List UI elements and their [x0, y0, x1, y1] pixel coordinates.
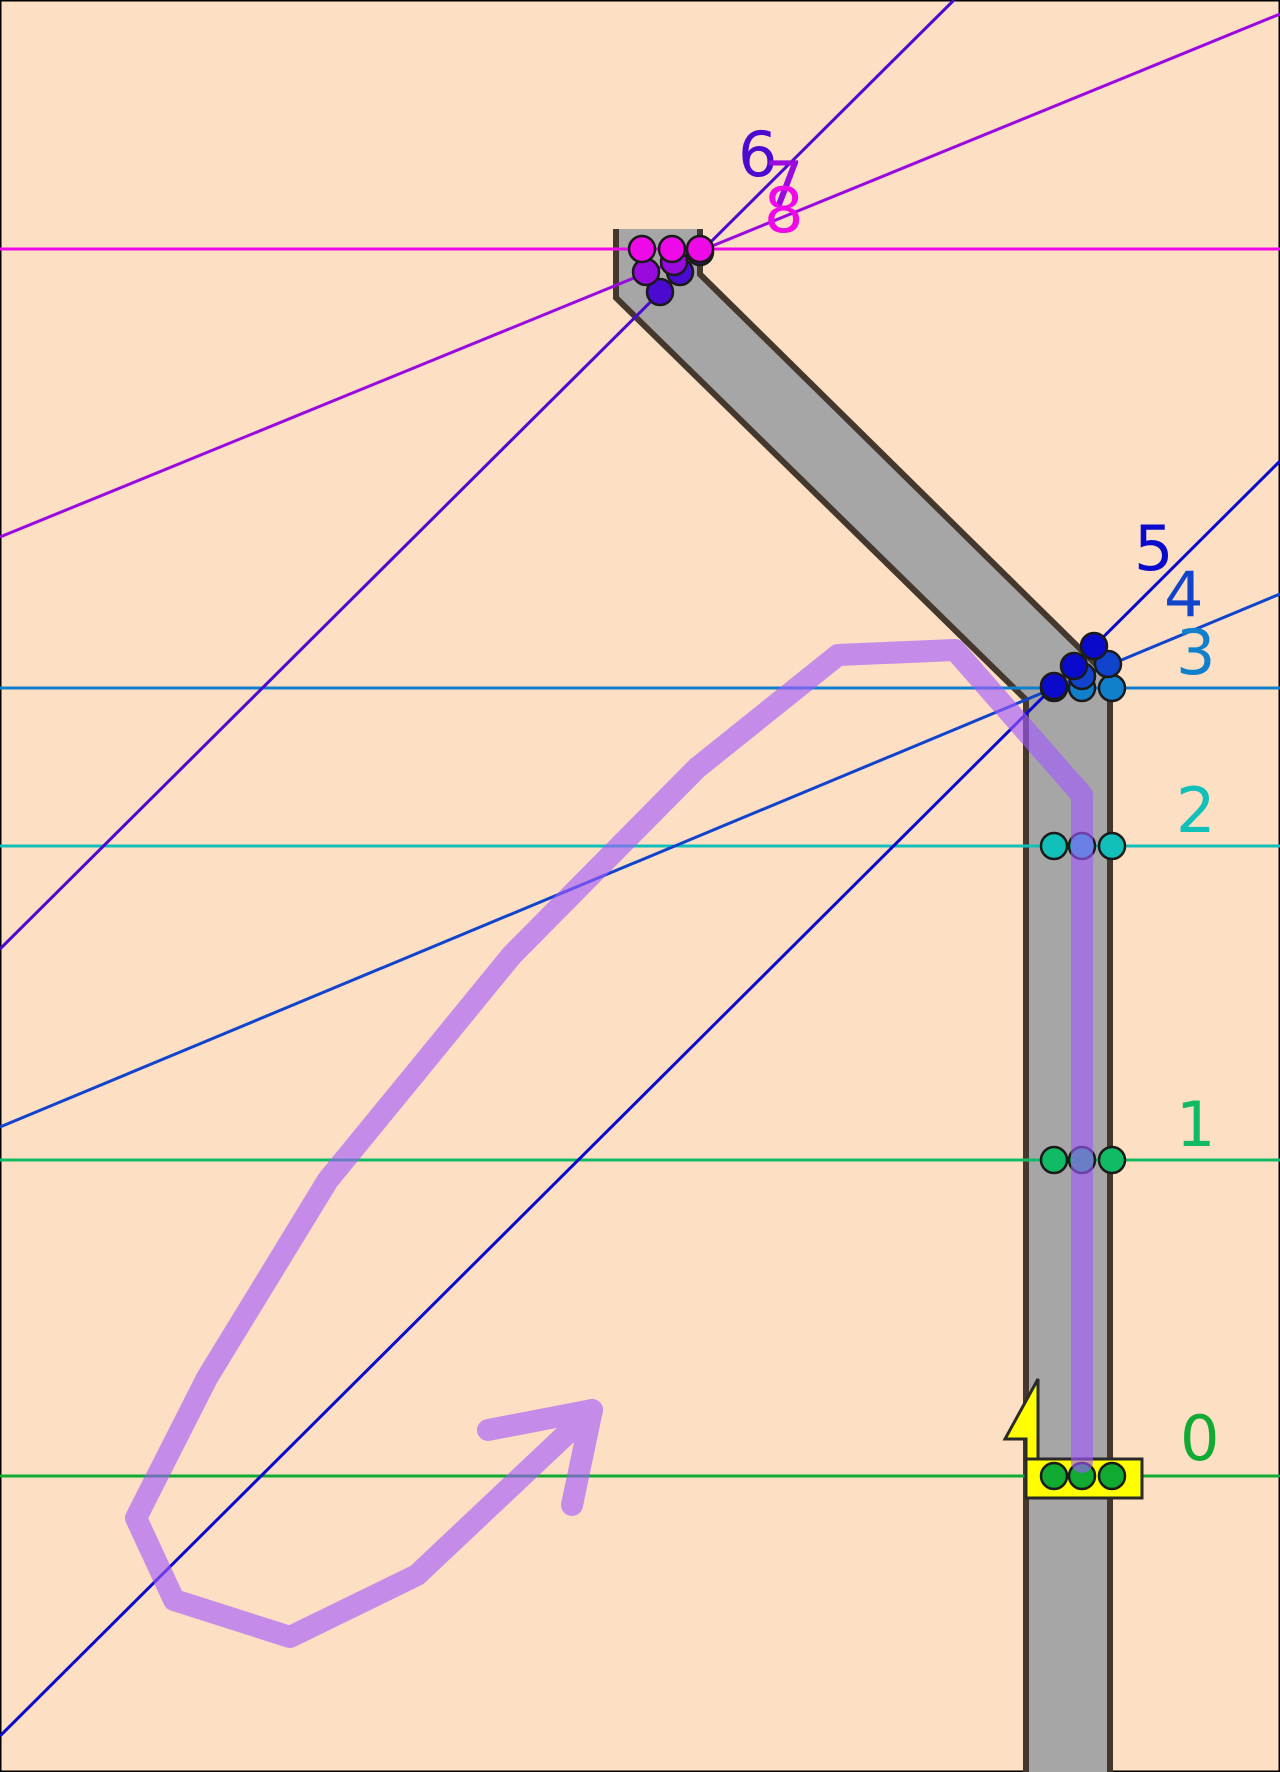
dot: [1097, 673, 1127, 703]
dot: [657, 234, 687, 264]
dot: [631, 257, 661, 287]
label-8: 8: [764, 174, 803, 247]
label-2: 2: [1176, 774, 1215, 847]
dot: [1079, 631, 1109, 661]
dot: [1097, 1145, 1127, 1175]
label-5: 5: [1134, 512, 1173, 585]
label-0: 0: [1180, 1402, 1219, 1475]
dot: [1039, 671, 1069, 701]
line-6: [0, 0, 956, 951]
drawn-path: [125, 639, 1093, 1648]
label-4: 4: [1164, 558, 1203, 631]
dot: [1039, 831, 1069, 861]
label-6: 6: [738, 118, 777, 191]
dot: [1097, 831, 1127, 861]
label-7: 7: [764, 148, 803, 221]
line-labels: 0 1 2 3 4 5 6 7 8: [738, 118, 1219, 1475]
dot: [1059, 651, 1089, 681]
dot: [645, 277, 675, 307]
dot: [685, 234, 715, 264]
label-1: 1: [1176, 1088, 1215, 1161]
drawn-arrowhead: [477, 1399, 603, 1516]
label-3: 3: [1176, 616, 1215, 689]
dot: [627, 234, 657, 264]
dot: [1039, 1145, 1069, 1175]
dot: [1097, 1461, 1127, 1491]
drawn-arrow: [125, 639, 1093, 1648]
dot: [1039, 1461, 1069, 1491]
